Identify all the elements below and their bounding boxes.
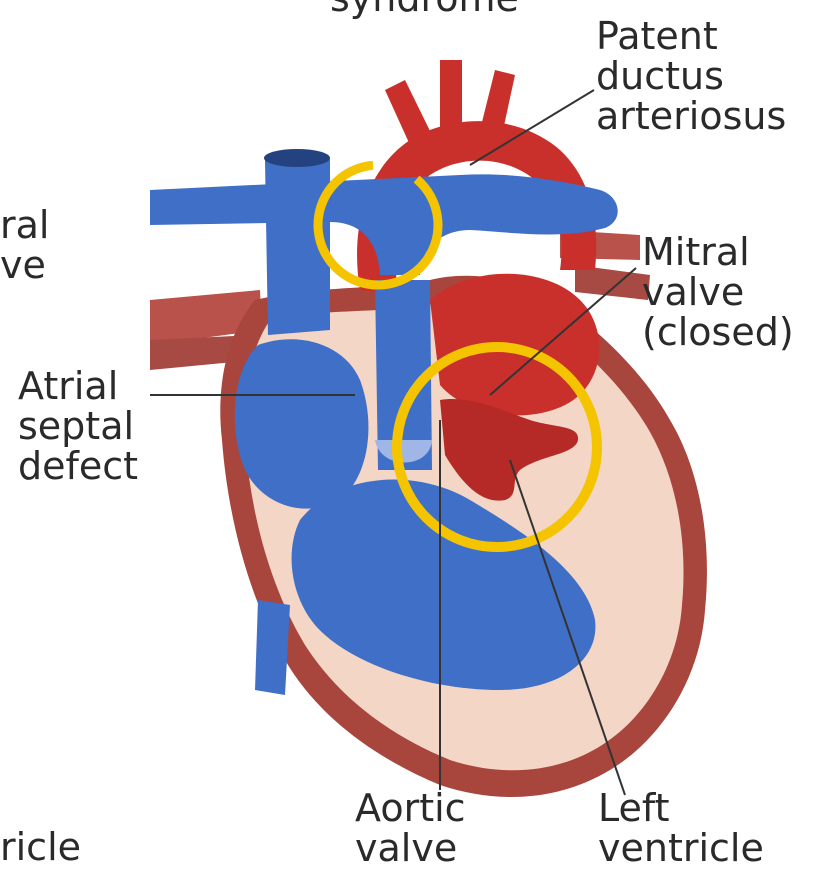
label-atrial-septal-defect: Atrial septal defect [18, 366, 138, 486]
right-atrium [235, 339, 369, 508]
label-patent-ductus-arteriosus: Patent ductus arteriosus [596, 16, 786, 136]
label-aortic-valve: Aortic valve [355, 788, 466, 868]
label-left-cut: ral ve [0, 205, 49, 285]
label-syndrome-cut: syndrome [330, 0, 519, 18]
pulmonary-artery [150, 174, 618, 275]
label-ventricle-cut: ricle [0, 827, 81, 867]
label-mitral-valve: Mitral valve (closed) [642, 232, 794, 352]
label-left-ventricle: Left ventricle [598, 788, 764, 868]
